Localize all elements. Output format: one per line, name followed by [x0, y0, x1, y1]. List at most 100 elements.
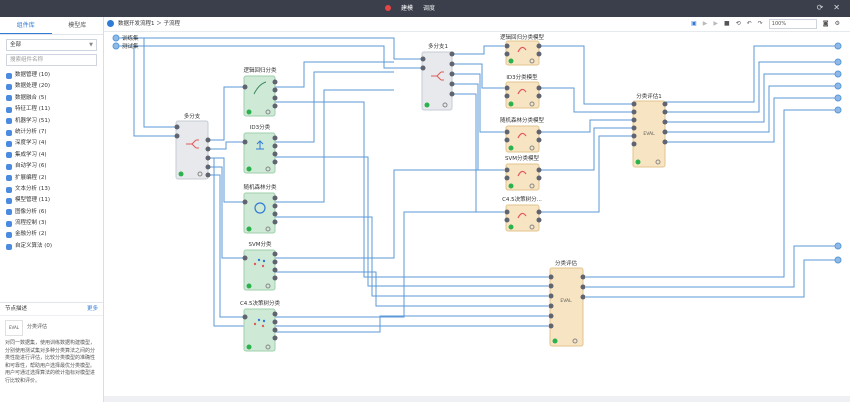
category-item[interactable]: 数据处理 (20) [0, 81, 103, 92]
output-port[interactable] [834, 94, 842, 102]
out-port[interactable] [536, 175, 542, 181]
out-port[interactable] [580, 284, 586, 290]
out-port[interactable] [205, 164, 211, 170]
undo-icon[interactable]: ↶ [746, 20, 752, 27]
category-item[interactable]: 统计分析 (7) [0, 127, 103, 138]
in-port[interactable] [504, 93, 510, 99]
out-port[interactable] [272, 267, 278, 273]
inspect-icon[interactable] [265, 344, 271, 350]
in-port[interactable] [631, 141, 637, 147]
node-rf[interactable]: 随机森林分类 [242, 183, 278, 234]
category-item[interactable]: 文本分析 (13) [0, 184, 103, 195]
node-id3-model[interactable]: ID3分类模型 [504, 73, 542, 109]
close-icon[interactable]: ✕ [833, 3, 840, 12]
out-port[interactable] [272, 143, 278, 149]
out-port[interactable] [205, 146, 211, 152]
input-terminal-test[interactable]: 测试集 [112, 42, 139, 50]
out-port[interactable] [205, 155, 211, 161]
out-port[interactable] [272, 195, 278, 201]
out-port[interactable] [662, 129, 668, 135]
in-port[interactable] [548, 303, 554, 309]
out-port[interactable] [662, 119, 668, 125]
flow-canvas[interactable]: 训练集 测试集 多分支 多分支1 [104, 32, 850, 396]
horizontal-scrollbar[interactable] [104, 396, 850, 402]
category-item[interactable]: 特征工程 (11) [0, 104, 103, 115]
out-port[interactable] [272, 251, 278, 257]
tab-modeling[interactable]: 建模 [401, 5, 414, 12]
out-port[interactable] [449, 61, 455, 67]
out-port[interactable] [272, 95, 278, 101]
in-port[interactable] [504, 51, 510, 57]
out-port[interactable] [272, 87, 278, 93]
inspect-icon[interactable] [529, 145, 535, 151]
out-port[interactable] [580, 274, 586, 280]
node-split-main[interactable]: 多分支 [174, 112, 211, 180]
category-item[interactable]: 模型管理 (11) [0, 195, 103, 206]
in-port[interactable] [548, 283, 554, 289]
tab-model-library[interactable]: 模型库 [68, 22, 87, 29]
out-port[interactable] [536, 85, 542, 91]
category-select[interactable]: 全部▼ [6, 39, 97, 51]
node-id3[interactable]: ID3分类 [242, 123, 278, 174]
out-port[interactable] [272, 327, 278, 333]
refresh-icon[interactable]: ⟳ [816, 3, 824, 12]
out-port[interactable] [272, 103, 278, 109]
out-port[interactable] [272, 135, 278, 141]
out-port[interactable] [536, 209, 542, 215]
run-step-icon[interactable]: ▶ [713, 20, 719, 27]
camera-icon[interactable]: ◙ [822, 20, 829, 27]
category-item[interactable]: 自动学习 (6) [0, 161, 103, 172]
more-link[interactable]: 更多 [86, 306, 98, 312]
reset-icon[interactable]: ⟲ [735, 20, 741, 27]
out-port[interactable] [662, 101, 668, 107]
record-icon[interactable] [385, 4, 391, 11]
home-icon[interactable] [107, 20, 114, 27]
out-port[interactable] [536, 93, 542, 99]
in-port[interactable] [504, 137, 510, 143]
out-port[interactable] [272, 79, 278, 85]
out-port[interactable] [272, 219, 278, 225]
inspect-icon[interactable] [197, 171, 203, 177]
in-port[interactable] [631, 125, 637, 131]
output-port[interactable] [834, 70, 842, 78]
inspect-icon[interactable] [529, 224, 535, 230]
category-item[interactable]: 流程控制 (3) [0, 218, 103, 229]
output-port[interactable] [834, 256, 842, 264]
in-port[interactable] [242, 199, 248, 205]
run-icon[interactable]: ▶ [702, 20, 708, 27]
out-port[interactable] [272, 311, 278, 317]
out-port[interactable] [536, 129, 542, 135]
settings-icon[interactable]: ⚙ [834, 20, 840, 27]
in-port[interactable] [420, 65, 426, 71]
inspect-icon[interactable] [265, 226, 271, 232]
out-port[interactable] [205, 172, 211, 178]
in-port[interactable] [504, 209, 510, 215]
node-logreg-model[interactable]: 逻辑回归分类模型 [500, 33, 545, 66]
zoom-select[interactable]: 100% [768, 19, 817, 29]
node-rf-model[interactable]: 随机森林分类模型 [500, 116, 545, 153]
in-port[interactable] [242, 139, 248, 145]
out-port[interactable] [662, 139, 668, 145]
in-port[interactable] [631, 101, 637, 107]
category-item[interactable]: 自定义算法 (0) [0, 241, 103, 252]
in-port[interactable] [504, 85, 510, 91]
in-port[interactable] [504, 217, 510, 223]
inspect-icon[interactable] [442, 102, 448, 108]
inspect-icon[interactable] [529, 58, 535, 64]
in-port[interactable] [504, 43, 510, 49]
node-c45-model[interactable]: C4.5决策树分... [502, 195, 542, 232]
out-port[interactable] [662, 109, 668, 115]
in-port[interactable] [174, 133, 180, 139]
out-port[interactable] [449, 81, 455, 87]
category-item[interactable]: 数据融合 (5) [0, 93, 103, 104]
input-terminal-train[interactable]: 训练集 [112, 34, 139, 42]
inspect-icon[interactable] [529, 101, 535, 107]
node-svm[interactable]: SVM分类 [242, 240, 278, 291]
in-port[interactable] [548, 313, 554, 319]
out-port[interactable] [536, 167, 542, 173]
in-port[interactable] [548, 274, 554, 280]
tab-schedule[interactable]: 调度 [423, 5, 436, 12]
in-port[interactable] [420, 56, 426, 62]
component-search-input[interactable]: 搜索组件名称 [6, 54, 97, 66]
output-port[interactable] [834, 242, 842, 250]
